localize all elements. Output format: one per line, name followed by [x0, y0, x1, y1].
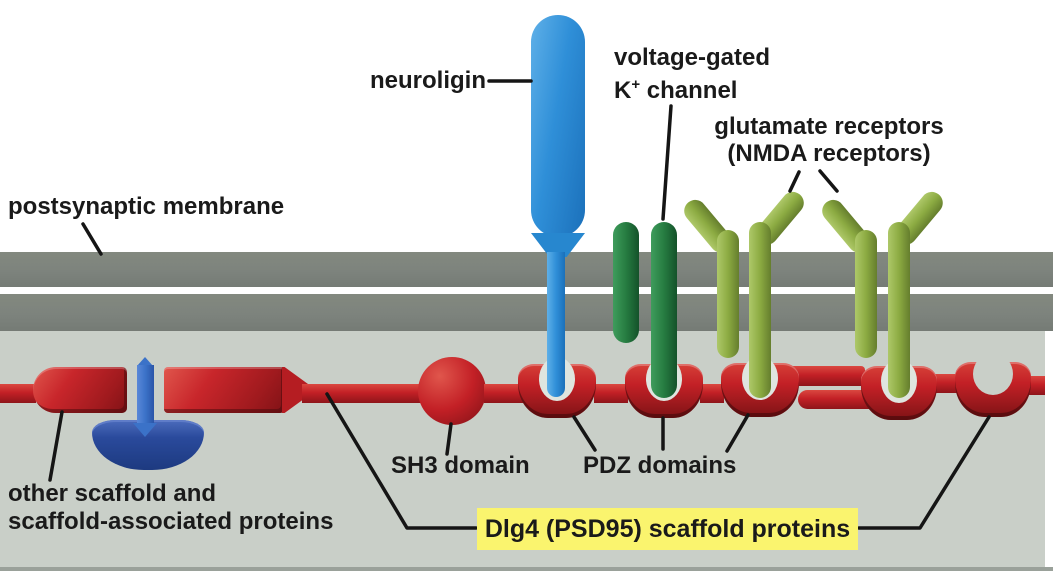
neuroligin-label: neuroligin	[370, 67, 486, 94]
postsynaptic-membrane-pointer-line	[81, 222, 103, 256]
bottom-edge-strip	[0, 567, 1053, 571]
nmda-pointer-line-right	[818, 169, 839, 193]
postsynaptic-membrane-band-lower	[0, 294, 1053, 331]
scaffold-thick-segment-right	[164, 367, 284, 413]
pdz-domain-cup-empty	[955, 362, 1031, 417]
scaffold-chain-bar	[302, 384, 422, 403]
voltage-gated-plus: +	[631, 76, 641, 93]
scaffold-chain-bar	[594, 384, 628, 403]
other-scaffold-line1: other scaffold and	[8, 480, 217, 507]
scaffold-offset-bar-upper	[793, 366, 865, 386]
neuroligin-shape	[531, 15, 585, 237]
scaffold-associated-protein-stem	[137, 365, 154, 425]
pdz-domains-label: PDZ domains	[583, 452, 737, 479]
glutamate-receptor-stem	[888, 222, 910, 398]
neuroligin-stem	[547, 252, 565, 397]
glutamate-line2: (NMDA receptors)	[727, 140, 931, 167]
k-channel-pointer-line	[661, 104, 673, 221]
scaffold-associated-protein-stem-arrow	[133, 423, 157, 437]
nmda-pointer-line-left	[788, 170, 801, 193]
voltage-gated-k-channel-label: voltage-gated K+ channel	[614, 44, 770, 104]
voltage-gated-line2: channel	[640, 77, 738, 104]
scaffold-thick-segment-left	[33, 367, 127, 413]
glutamate-receptors-label: glutamate receptors (NMDA receptors)	[708, 113, 950, 167]
sh3-domain-label: SH3 domain	[391, 452, 530, 479]
scaffold-associated-protein-stem-peak	[137, 357, 153, 366]
postsynaptic-membrane-band-upper	[0, 252, 1053, 287]
k-channel-bar-left	[613, 222, 639, 343]
glutamate-receptor-stem	[749, 222, 771, 398]
postsynaptic-membrane-label: postsynaptic membrane	[8, 193, 285, 220]
dlg4-psd95-label: Dlg4 (PSD95) scaffold proteins	[477, 508, 858, 550]
scaffold-chain-bar	[484, 384, 524, 403]
scaffold-chain-bar	[934, 374, 960, 393]
glutamate-receptor-stem	[717, 230, 739, 358]
glutamate-receptor-stem	[855, 230, 877, 358]
k-channel-bar-right	[651, 222, 677, 398]
voltage-gated-k: K	[614, 77, 632, 104]
right-white-margin	[1045, 331, 1053, 567]
other-scaffold-line2: scaffold-associated proteins	[8, 508, 334, 535]
voltage-gated-line1: voltage-gated	[614, 44, 771, 71]
other-scaffold-label: other scaffold and scaffold-associated p…	[8, 480, 333, 536]
glutamate-line1: glutamate receptors	[714, 113, 944, 140]
sh3-domain-shape	[418, 357, 486, 425]
scaffold-chain-bar	[700, 384, 724, 403]
scaffold-chain-bar	[0, 384, 36, 403]
